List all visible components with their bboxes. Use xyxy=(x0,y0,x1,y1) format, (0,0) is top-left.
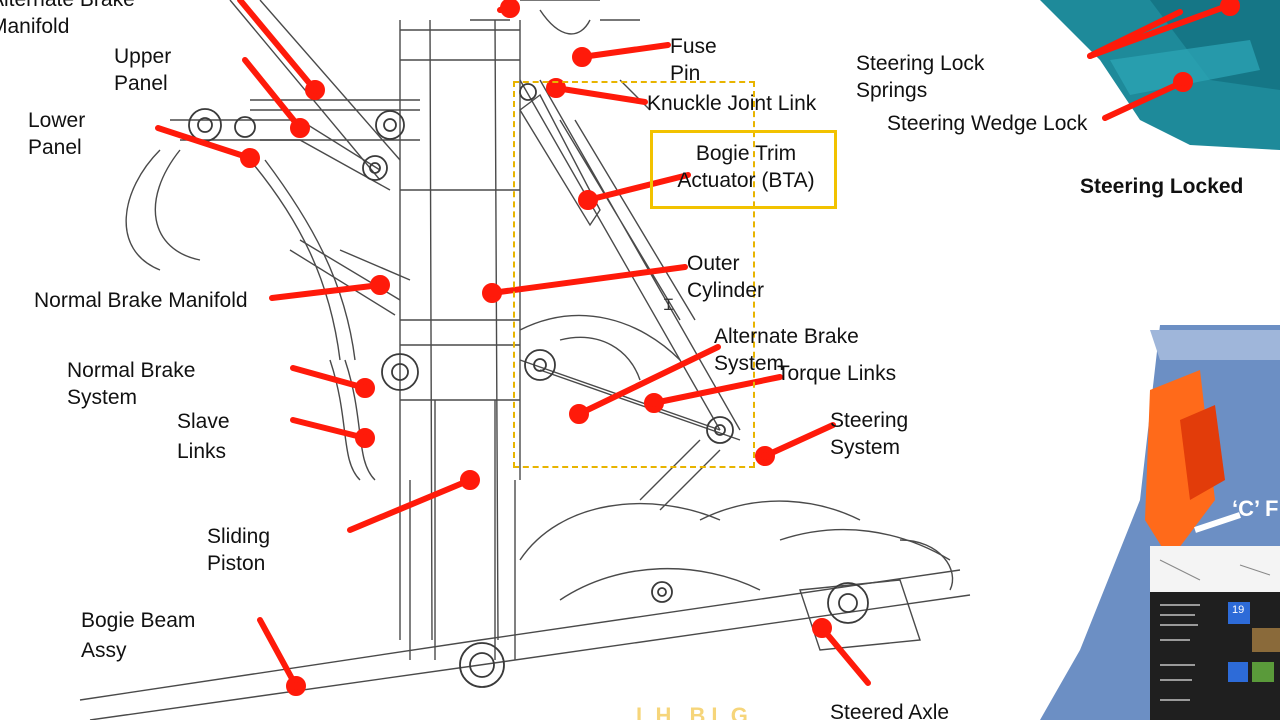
label-c-frame: ‘C’ F xyxy=(1232,496,1279,521)
pointer-lines xyxy=(155,0,1240,696)
selection-box[interactable] xyxy=(513,81,755,468)
label-normal-brake-manifold: Normal Brake Manifold xyxy=(34,289,248,312)
label-torque-links: Torque Links xyxy=(777,362,897,385)
label-slave-links: Slave Links xyxy=(177,410,230,463)
label-steered-axle: Steered Axle xyxy=(830,701,950,720)
label-knuckle-joint-link: Knuckle Joint Link xyxy=(647,92,817,115)
windows-thumbnail xyxy=(1150,546,1280,720)
label-steering-lock-springs: Steering Lock Springs xyxy=(856,52,985,102)
label-sliding-piston: Sliding Piston xyxy=(207,525,271,575)
label-normal-brake-system: Normal Brake System xyxy=(67,359,196,409)
label-bogie-beam-assy: Bogie Beam Assy xyxy=(81,609,196,662)
label-steering-locked: Steering Locked xyxy=(1080,175,1244,198)
watermark-text: LH BLG xyxy=(636,703,754,720)
label-outer-cylinder: Outer Cylinder xyxy=(687,252,765,302)
label-upper-panel: Upper Panel xyxy=(114,45,172,95)
label-steering-wedge-lock: Steering Wedge Lock xyxy=(887,112,1088,135)
label-lower-panel: Lower Panel xyxy=(28,109,86,159)
taskbar-date: 19 xyxy=(1232,604,1245,616)
text-cursor-icon: Ɪ xyxy=(664,297,673,314)
label-alternate-brake-system: Alternate Brake System xyxy=(714,325,859,375)
label-bogie-trim-actuator: Bogie Trim Actuator (BTA) xyxy=(677,142,815,192)
label-alternate-brake-manifold: Alternate Brake Manifold xyxy=(0,0,135,38)
label-fuse-pin: Fuse Pin xyxy=(670,35,717,85)
label-steering-system: Steering System xyxy=(830,409,909,459)
bta-highlight-box xyxy=(650,130,837,209)
